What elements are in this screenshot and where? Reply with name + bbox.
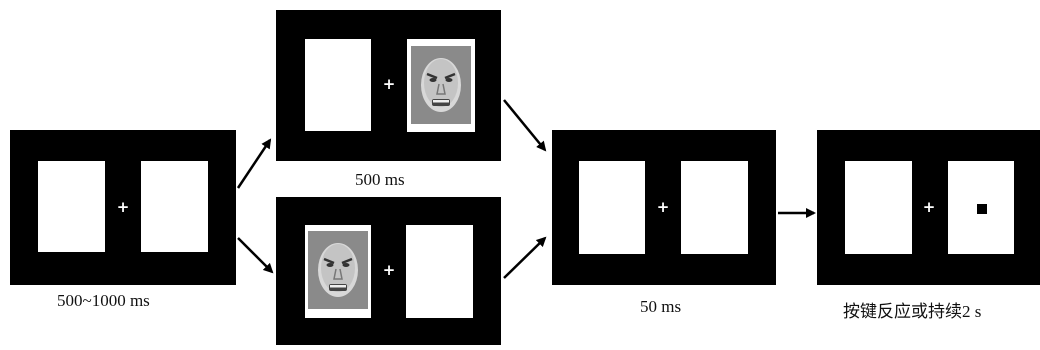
left-panel (305, 225, 371, 318)
cue-screen-face-left: + (276, 197, 501, 345)
fixation-cross: + (382, 261, 396, 279)
fixation-duration-label: 500~1000 ms (57, 291, 150, 310)
arrow-icon (503, 99, 547, 152)
left-panel (579, 161, 645, 254)
angry-face-icon (308, 231, 368, 309)
arrow-icon (237, 237, 274, 274)
right-panel (141, 161, 208, 252)
cue-screen-face-right: + (276, 10, 501, 161)
target-duration-label: 按键反应或持续2 s (843, 302, 982, 321)
cue-duration-label: 500 ms (355, 170, 405, 189)
left-panel (305, 39, 371, 131)
arrow-icon (236, 138, 272, 189)
left-panel (845, 161, 912, 254)
angry-face-icon (411, 46, 471, 124)
fixation-cross: + (382, 75, 396, 93)
target-screen: + (817, 130, 1040, 285)
right-panel (948, 161, 1014, 254)
blank-screen: + (552, 130, 776, 285)
fixation-cross: + (116, 198, 130, 216)
right-panel (407, 39, 475, 132)
blank-duration-label: 50 ms (640, 297, 682, 316)
fixation-screen: + (10, 130, 236, 285)
square-probe-icon (977, 204, 987, 214)
right-panel (681, 161, 748, 254)
arrow-icon (503, 236, 547, 279)
fixation-cross: + (656, 198, 670, 216)
right-panel (406, 225, 473, 318)
fixation-cross: + (922, 198, 936, 216)
left-panel (38, 161, 105, 252)
